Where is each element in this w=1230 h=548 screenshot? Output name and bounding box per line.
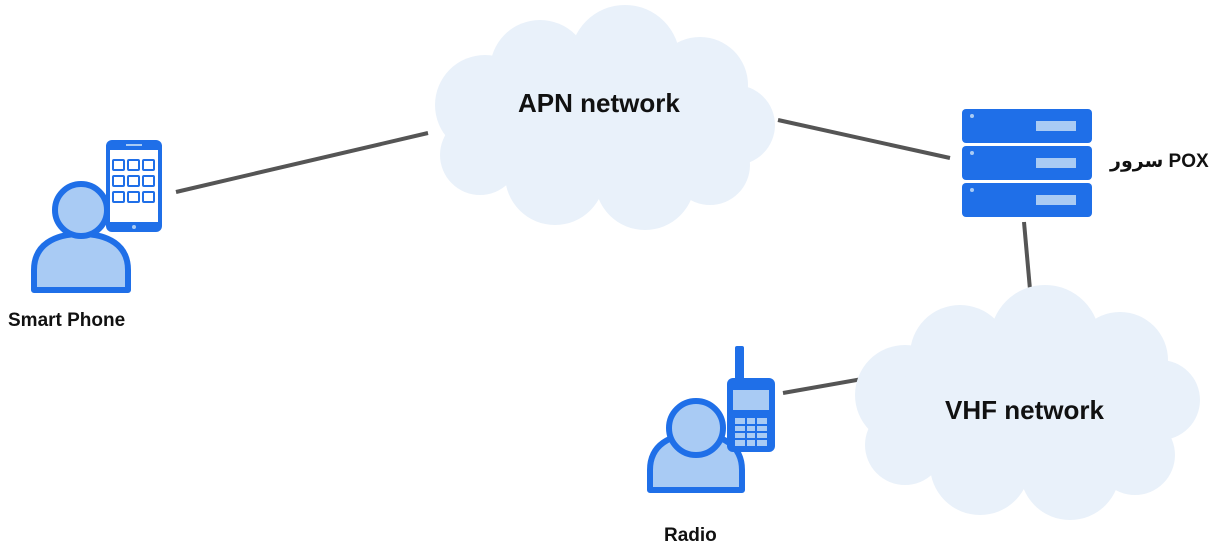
smartphone-user-icon	[31, 140, 162, 293]
server-rack-icon	[962, 109, 1092, 217]
edge-smartphone-apn	[175, 131, 429, 194]
smartphone-icon	[106, 140, 162, 232]
vhf-network-label: VHF network	[945, 395, 1104, 425]
radio-user-icon	[647, 346, 775, 493]
radio-label: Radio	[664, 525, 717, 546]
vhf-cloud-icon	[855, 285, 1200, 520]
edge-radio-vhf	[782, 376, 869, 395]
smartphone-label: Smart Phone	[8, 310, 126, 331]
apn-cloud-icon	[435, 5, 775, 230]
apn-network-label: APN network	[518, 88, 680, 118]
server-label: سرور POX	[1110, 151, 1209, 172]
walkie-talkie-icon	[727, 346, 775, 452]
edge-apn-server	[777, 118, 951, 160]
